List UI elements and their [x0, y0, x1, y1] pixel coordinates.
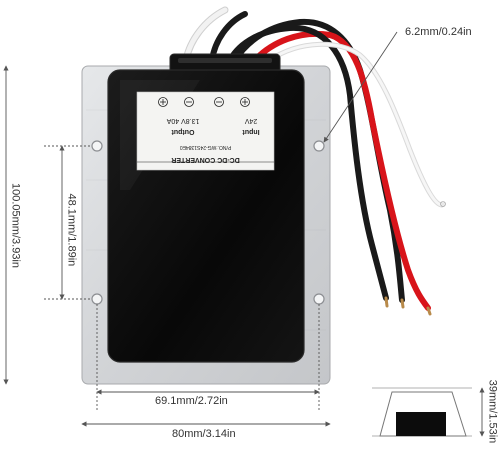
- label-output-rating: 13.8V 40A: [166, 117, 199, 124]
- label-part-number: P/NO.:WG-24S1384E0: [180, 144, 232, 150]
- dim-hole-diameter: 6.2mm/0.24in: [405, 26, 472, 38]
- dim-width-total: 80mm/3.14in: [172, 428, 236, 440]
- side-profile-view: [372, 387, 485, 437]
- dim-width-holes: 69.1mm/2.72in: [155, 395, 228, 407]
- label-input: Input: [242, 128, 260, 135]
- dim-depth: 39mm/1.53in: [486, 379, 499, 444]
- dim-height-total: 100.05mm/3.93in: [9, 183, 22, 268]
- dimension-lines: [3, 31, 398, 427]
- wire-tips: [384, 201, 446, 316]
- label-output: Output: [171, 128, 195, 135]
- dim-height-holes: 48.1mm/1.89in: [65, 193, 78, 267]
- product-label: DC-DC CONVERTER P/NO.:WG-24S1384E0 Input…: [136, 91, 275, 171]
- label-title: DC-DC CONVERTER: [171, 156, 239, 163]
- mounting-holes: [91, 140, 325, 305]
- label-input-voltage: 24V: [244, 117, 257, 124]
- output-wires: [182, 6, 445, 311]
